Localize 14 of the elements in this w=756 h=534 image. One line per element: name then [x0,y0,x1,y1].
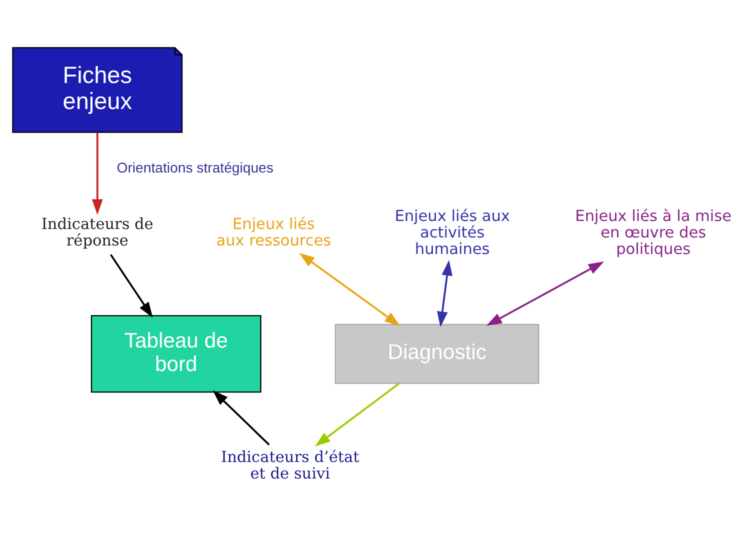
arrow [436,260,452,327]
arrow [92,132,103,214]
node-box: Tableau de bord [90,314,262,392]
arrow [299,252,400,326]
node-text: Enjeux liés à la mise en œuvre des politiques [575,206,732,258]
node-text: Enjeux liés aux activités humaines [394,206,510,258]
edge-label: Orientations stratégiques [116,158,274,175]
node-text: Indicateurs d’état et de suivi [221,447,360,482]
arrow [486,261,604,326]
arrow [314,382,400,446]
node-text: Indicateurs de réponse [41,214,154,250]
node-text: Enjeux liés aux ressources [216,214,332,250]
arrow [212,390,270,445]
arrow [110,254,153,318]
